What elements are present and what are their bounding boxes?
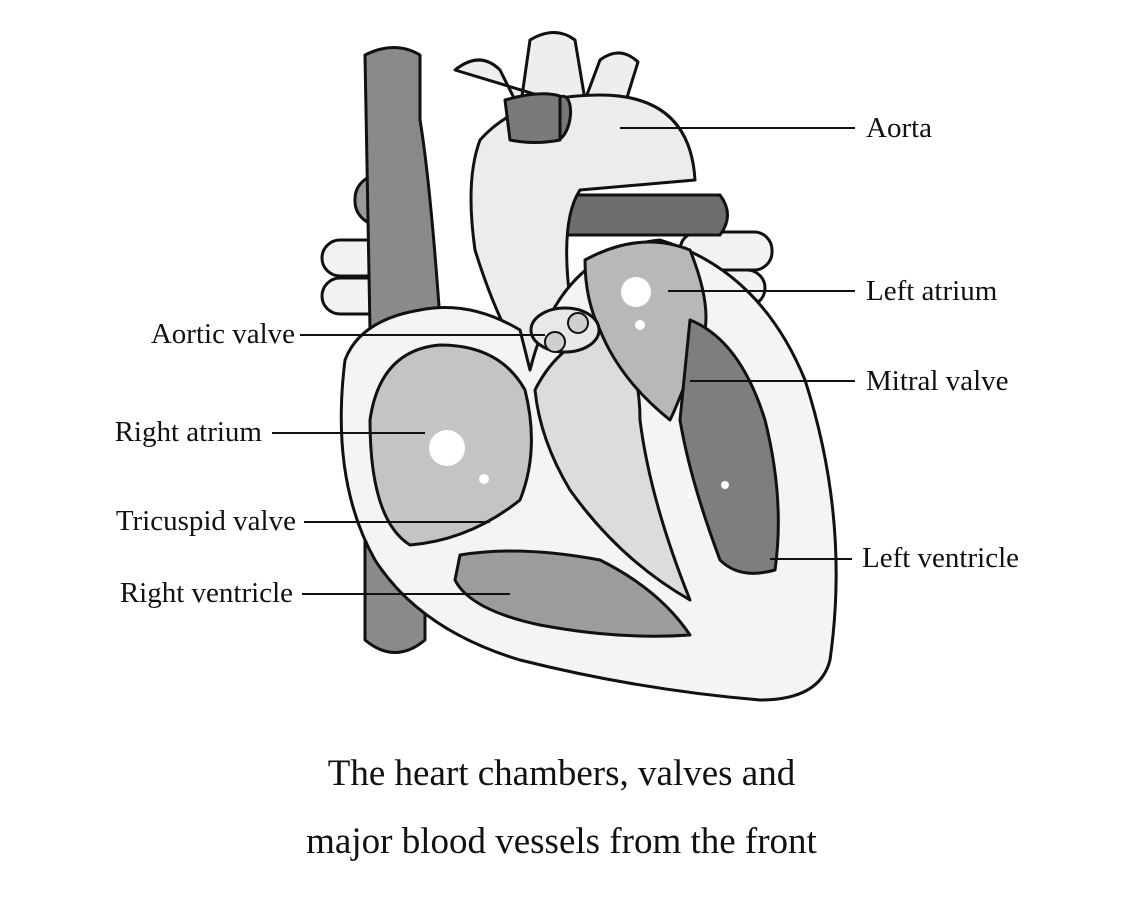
- aorta: [469, 93, 697, 372]
- caption-line-2: major blood vessels from the front: [306, 821, 817, 862]
- label-aorta: Aorta: [866, 112, 933, 144]
- left-ventricle-leader-line: [770, 558, 852, 560]
- pulmonary-trunk: [503, 92, 562, 144]
- label-left-atrium: Left atrium: [866, 275, 998, 307]
- mitral-valve-leader-line: [690, 380, 855, 382]
- aorta-leader-line: [620, 127, 855, 129]
- tricuspid-valve-leader-line: [304, 521, 490, 523]
- right-ventricle-chamber: [453, 549, 692, 638]
- label-right-ventricle: Right ventricle: [119, 577, 293, 609]
- aortic-valve-leader-line: [300, 334, 545, 336]
- label-mitral-valve: Mitral valve: [866, 365, 1009, 397]
- right-atrium-leader-line: [272, 432, 425, 434]
- label-aortic-valve: Aortic valve: [150, 318, 295, 350]
- caption-line-1: The heart chambers, valves and: [327, 753, 796, 794]
- left-ventricle-chamber: [678, 318, 780, 575]
- superior-vena-cava: [363, 46, 442, 332]
- label-tricuspid-valve: Tricuspid valve: [115, 505, 296, 537]
- pulmonary-artery: [563, 193, 729, 237]
- label-right-atrium: Right atrium: [114, 416, 262, 448]
- left-atrium-leader-line: [668, 290, 855, 292]
- right-ventricle-leader-line: [302, 593, 510, 595]
- label-left-ventricle: Left ventricle: [862, 542, 1019, 574]
